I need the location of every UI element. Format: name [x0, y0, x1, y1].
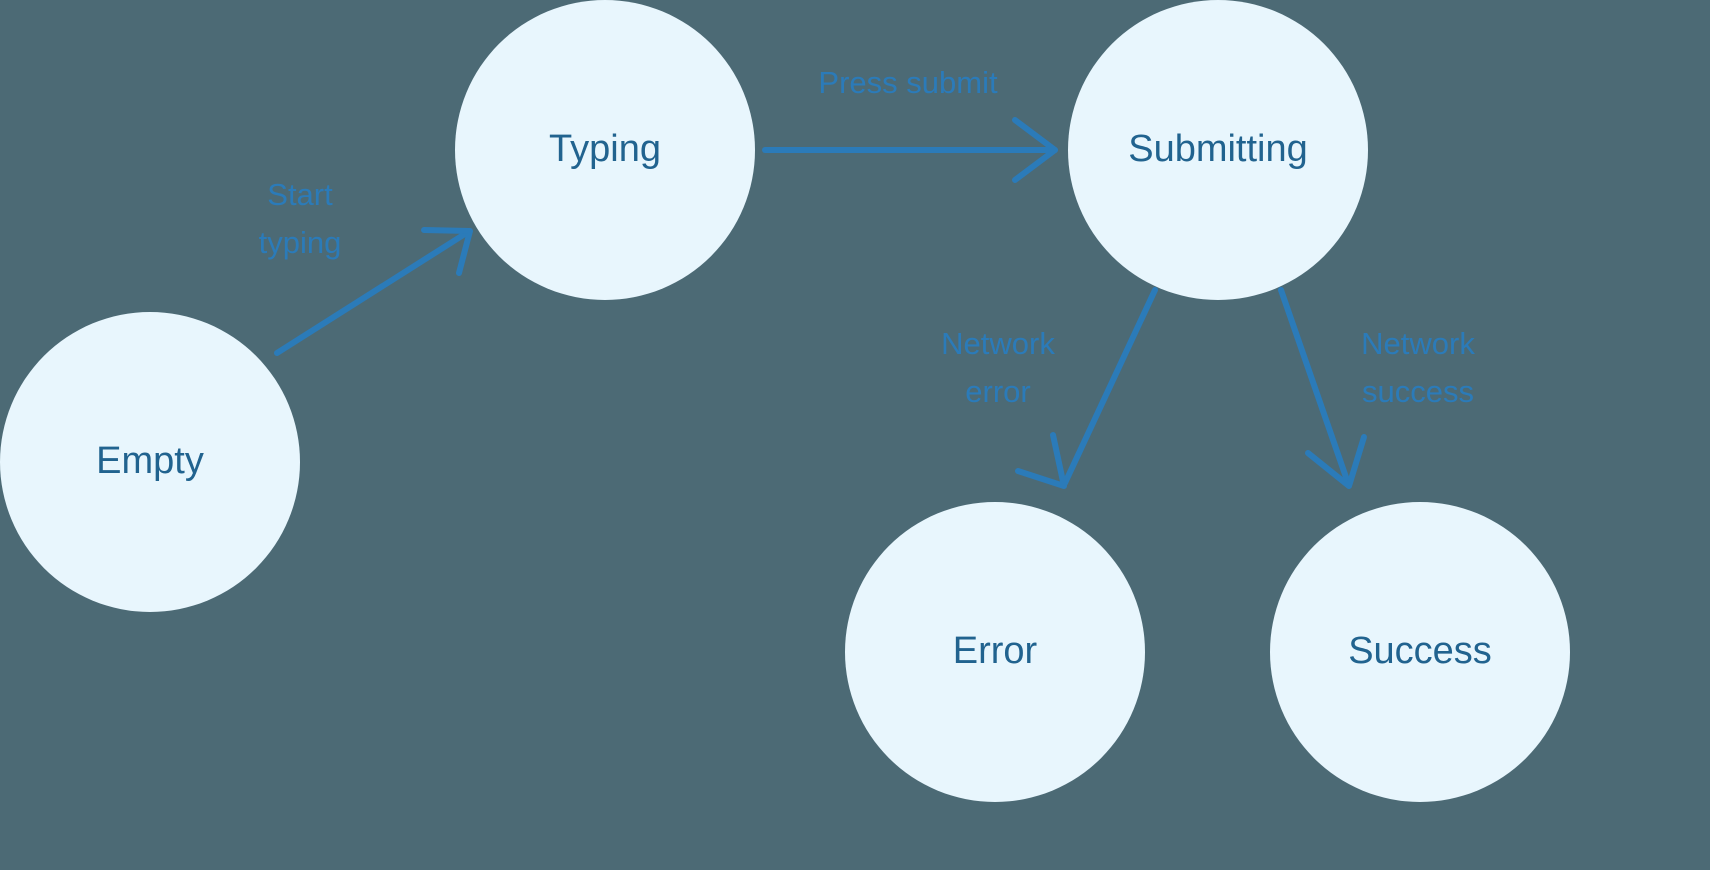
state-node-error[interactable]: Error: [845, 502, 1145, 802]
state-node-error-label: Error: [953, 630, 1038, 672]
state-node-typing-label: Typing: [549, 128, 661, 170]
state-node-empty[interactable]: Empty: [0, 312, 300, 612]
state-node-empty-circle[interactable]: [0, 312, 300, 612]
state-node-typing[interactable]: Typing: [455, 0, 755, 300]
edge-submitting-to-error: [1015, 287, 1158, 489]
edge-submitting-to-error-line: [1062, 287, 1158, 486]
edge-typing-to-submitting: [762, 117, 1058, 183]
edge-empty-to-typing-arrowhead: [421, 227, 473, 276]
edge-label-network-error-line-1: Network: [941, 326, 1055, 361]
edge-submitting-to-error-arrowhead: [1015, 432, 1067, 489]
state-node-success[interactable]: Success: [1270, 502, 1570, 802]
edge-label-network-error: Network error: [941, 326, 1055, 409]
edge-empty-to-typing-line: [274, 229, 471, 356]
edge-submitting-to-success: [1278, 287, 1367, 489]
state-node-empty-label: Empty: [96, 440, 204, 482]
edge-submitting-to-success-line: [1278, 287, 1351, 486]
edge-label-network-error-line-2: error: [965, 374, 1030, 409]
edge-label-network-success: Network success: [1361, 326, 1475, 409]
state-node-submitting[interactable]: Submitting: [1068, 0, 1368, 300]
edge-label-network-success-line-2: success: [1362, 374, 1474, 409]
edge-label-start-typing-line-2: typing: [259, 225, 342, 260]
state-node-submitting-label: Submitting: [1128, 128, 1308, 170]
state-node-success-label: Success: [1348, 630, 1492, 672]
edge-submitting-to-success-arrowhead: [1305, 434, 1367, 489]
edge-label-start-typing: Start typing: [259, 177, 342, 260]
state-node-error-circle[interactable]: [845, 502, 1145, 802]
edge-label-press-submit-line-1: Press submit: [818, 65, 998, 100]
state-node-submitting-circle[interactable]: [1068, 0, 1368, 300]
state-node-success-circle[interactable]: [1270, 502, 1570, 802]
edge-label-network-success-line-1: Network: [1361, 326, 1475, 361]
edge-typing-to-submitting-arrowhead: [1012, 117, 1058, 183]
edge-empty-to-typing: [274, 227, 473, 356]
edge-label-start-typing-line-1: Start: [267, 177, 333, 212]
edge-label-press-submit: Press submit: [818, 65, 998, 100]
state-node-typing-circle[interactable]: [455, 0, 755, 300]
